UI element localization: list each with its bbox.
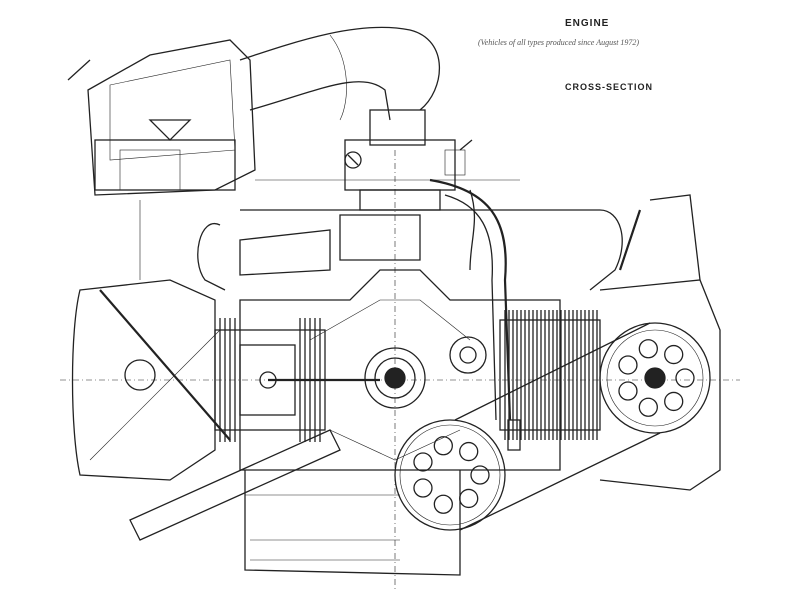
intake-hose bbox=[239, 26, 441, 121]
fuel-pump bbox=[507, 419, 521, 451]
generator-pulley bbox=[599, 322, 711, 434]
pulley-hole bbox=[459, 441, 479, 462]
crankcase bbox=[239, 269, 561, 471]
right-cylinder-head bbox=[599, 194, 721, 491]
v-belt bbox=[454, 322, 651, 421]
heater-pipe bbox=[429, 178, 512, 421]
pulley-hole bbox=[675, 368, 695, 388]
pulley-hole bbox=[459, 488, 479, 509]
pulley-hole bbox=[664, 391, 684, 412]
crankshaft bbox=[364, 347, 426, 409]
pulley-hole bbox=[638, 397, 658, 417]
pulley-hole bbox=[433, 436, 453, 456]
rocker-arm bbox=[129, 429, 341, 541]
oil-pan bbox=[244, 470, 461, 576]
intake-manifold bbox=[197, 179, 623, 291]
pulley-hole bbox=[470, 465, 490, 485]
pulley-hole bbox=[413, 478, 433, 498]
pulley-hole bbox=[433, 494, 453, 514]
v-belt bbox=[459, 432, 661, 531]
air-filter bbox=[67, 39, 256, 196]
pulley-hole bbox=[618, 355, 638, 375]
crankshaft-pulley bbox=[394, 419, 506, 531]
pulley-hole bbox=[413, 452, 433, 472]
left-cylinder bbox=[214, 318, 380, 442]
section-label: CROSS-SECTION bbox=[565, 82, 654, 92]
diagram-subtitle: (Vehicles of all types produced since Au… bbox=[478, 38, 640, 47]
pulley-hole bbox=[618, 381, 638, 401]
pulley-hole bbox=[664, 344, 684, 365]
diagram-title: ENGINE bbox=[565, 18, 610, 29]
left-cylinder-head bbox=[71, 200, 341, 541]
pulley-hole bbox=[638, 339, 658, 359]
camshaft-gear bbox=[449, 336, 487, 374]
heater-pipe-inner bbox=[444, 194, 497, 421]
carburetor bbox=[344, 109, 473, 211]
pushrod bbox=[99, 289, 231, 441]
